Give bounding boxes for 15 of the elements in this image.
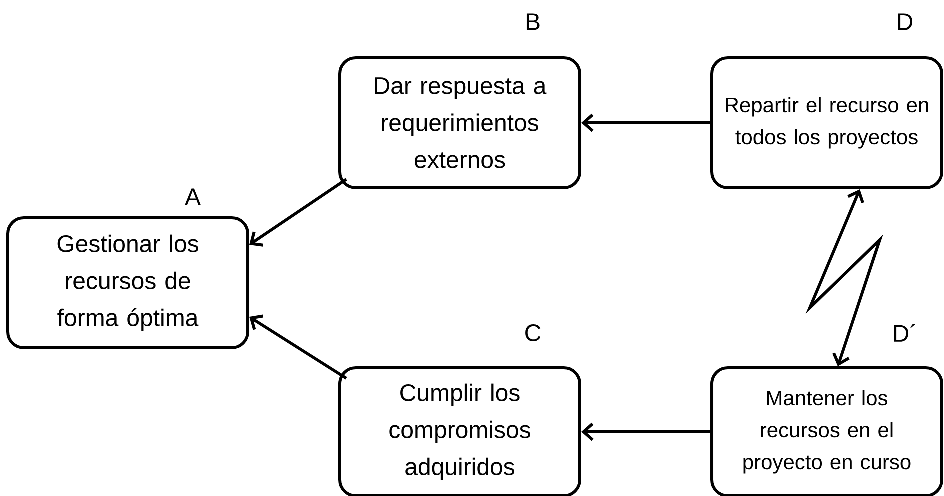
process-box: Gestionar los recursos de forma óptima [6, 216, 250, 350]
arrow [250, 178, 348, 247]
conflict-arrow [806, 190, 884, 366]
arrow [582, 114, 710, 132]
process-box: Repartir el recurso en todos los proyectos [710, 56, 944, 190]
arrow [582, 422, 710, 442]
node-heading: A [185, 188, 201, 206]
arrow [250, 314, 348, 380]
process-box: Mantener los recursos en el proyecto en curso [710, 366, 944, 496]
node-heading: D´ [894, 324, 916, 342]
node-heading: B [526, 14, 540, 30]
process-box: Cumplir los compromisos adquiridos [338, 366, 582, 496]
process-box: Dar respuesta a requerimientos externos [338, 56, 582, 190]
node-heading: C [526, 324, 541, 342]
node-heading: D [898, 14, 913, 30]
